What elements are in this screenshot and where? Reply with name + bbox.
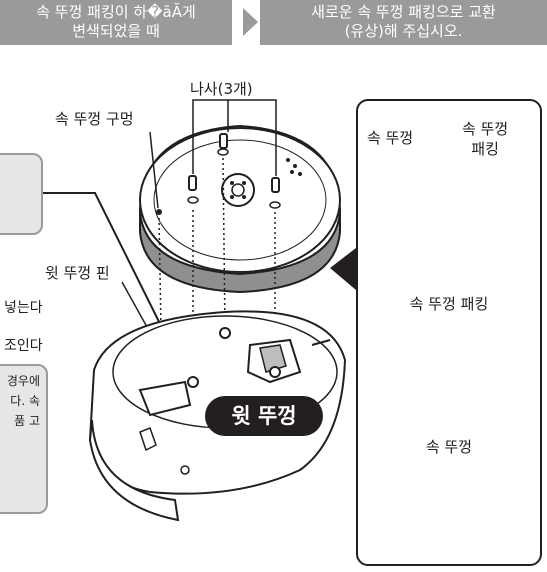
banner-before-line2: 변색되었을 때 [72, 22, 160, 40]
banner-before: 속 뚜껑 패킹이 하�āĂ게 변색되었을 때 [0, 0, 232, 45]
banner-after-line2: (유상)해 주십시오. [344, 22, 463, 40]
outer-lid-pin-label: 윗 뚜껑 핀 [45, 264, 110, 282]
gray-note-line1: 경우에 [6, 374, 40, 388]
gray-note: 경우에 다. 속 품 고 [0, 364, 48, 514]
side-text-line2: 조인다 [4, 338, 43, 354]
detail-packing-line2: 패킹 [471, 140, 499, 158]
inner-lid-top [139, 124, 341, 294]
screw-icons [188, 133, 280, 193]
gray-note-line2: 다. 속 [10, 394, 40, 408]
banner-arrow-icon [243, 8, 258, 36]
left-note-box [0, 153, 43, 235]
banner-after-line1: 새로운 속 뚜껑 패킹으로 교환 [311, 3, 496, 21]
side-text-line1: 넣는다 [4, 300, 43, 316]
detail-inner-lid-label: 속 뚜껑 [367, 129, 414, 147]
banner-before-line1: 속 뚜껑 패킹이 하�āĂ게 [36, 3, 196, 21]
side-text: 넣는다 조인다 [4, 296, 43, 358]
banner-after: 새로운 속 뚜껑 패킹으로 교환 (유상)해 주십시오. [260, 0, 547, 45]
screws-label: 나사(3개) [190, 80, 253, 98]
part-packing-label: 속 뚜껑 패킹 [409, 295, 489, 313]
outer-lid-badge: 윗 뚜껑 [205, 396, 323, 436]
detail-packing-label: 속 뚜껑 패킹 [462, 119, 508, 159]
part-lid-label: 속 뚜껑 [425, 438, 473, 456]
parts-panel [356, 99, 542, 566]
inner-lid-hole-label: 속 뚜껑 구멍 [55, 110, 134, 128]
detail-packing-line1: 속 뚜껑 [462, 120, 509, 138]
gray-note-line3: 품 고 [14, 414, 40, 428]
